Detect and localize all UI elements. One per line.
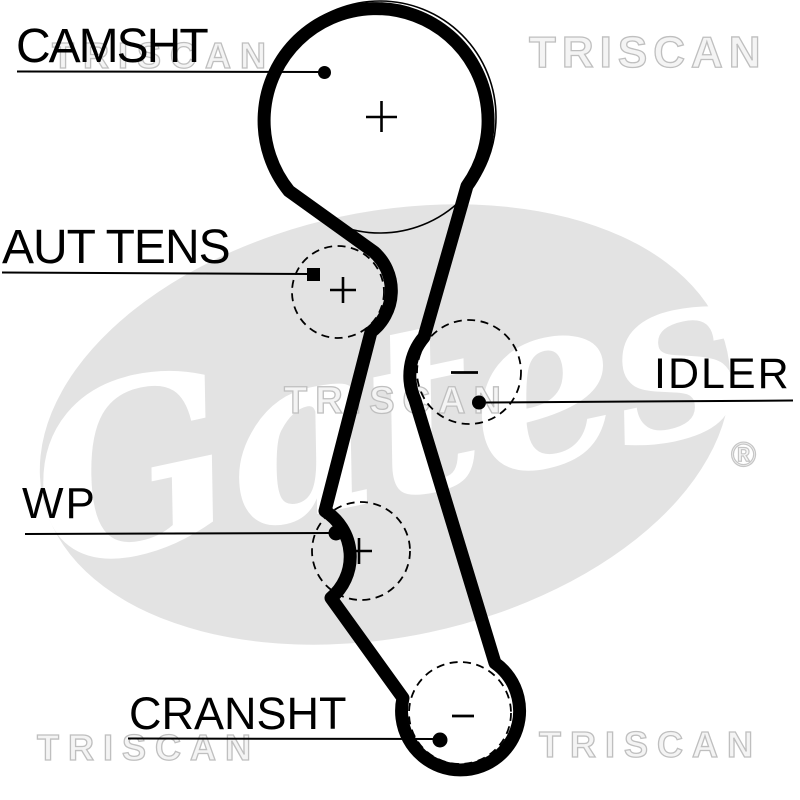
camshaft-label: CAMSHT <box>16 20 209 73</box>
water-pump-label: WP <box>22 479 97 528</box>
idler-leader <box>472 395 794 410</box>
crankshaft-leader <box>127 732 448 748</box>
triscan-watermark-top-right: TRISCAN <box>528 28 767 77</box>
tensioner-pulley-circle <box>291 245 385 339</box>
triscan-watermark-middle: TRISCAN <box>283 380 509 422</box>
tensioner-anchor-square <box>307 268 320 281</box>
tensioner-leader <box>1 268 320 281</box>
water-pump-anchor-dot <box>328 525 344 541</box>
registered-trademark-icon: ® <box>730 436 757 474</box>
camshaft-anchor-dot <box>318 66 331 79</box>
tensioner-label: AUT TENS <box>2 221 231 274</box>
idler-label: IDLER <box>654 350 791 398</box>
water-pump-pulley-circle <box>311 501 411 601</box>
idler-pulley-circle <box>416 319 522 425</box>
triscan-watermark-bottom-left: TRISCAN <box>36 727 260 768</box>
camshaft-plus-mark <box>366 101 397 132</box>
camshaft-leader <box>16 66 331 79</box>
timing-belt <box>257 2 527 777</box>
tensioner-plus-mark <box>330 277 356 303</box>
triscan-watermark-bottom-right: TRISCAN <box>538 724 762 765</box>
crankshaft-pulley-circle <box>408 661 512 765</box>
crankshaft-anchor-dot <box>432 732 448 748</box>
water-pump-plus-mark <box>346 538 372 564</box>
water-pump-leader <box>24 525 344 541</box>
crankshaft-label: CRANSHT <box>129 688 347 739</box>
triscan-watermark-top-left: TRISCAN <box>51 35 275 76</box>
idler-anchor-dot <box>472 395 486 410</box>
